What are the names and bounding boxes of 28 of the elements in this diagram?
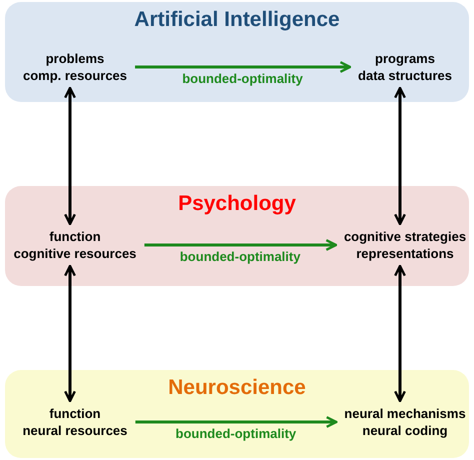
node-text: function: [49, 228, 101, 245]
arrow: [144, 239, 338, 251]
node-text: neural mechanisms: [344, 405, 466, 422]
arrow: [394, 86, 406, 226]
edge-label: bounded-optimality: [180, 248, 300, 265]
layer-band: [5, 2, 469, 102]
node-text: cognitive resources: [14, 245, 136, 262]
edge-label: bounded-optimality: [182, 70, 303, 87]
node-text: problems: [46, 50, 104, 67]
band-title: Psychology: [178, 191, 296, 217]
node-text: comp. resources: [22, 67, 128, 84]
band-title: Neuroscience: [168, 375, 306, 401]
node-text: programs: [375, 50, 435, 67]
arrow: [64, 264, 76, 402]
band-title: Artificial Intelligence: [134, 7, 340, 33]
arrow: [394, 264, 406, 402]
node-text: data structures: [358, 67, 452, 84]
arrow: [135, 61, 352, 73]
node-text: representations: [356, 245, 454, 262]
node-text: cognitive strategies: [344, 228, 466, 245]
node-text: function: [49, 405, 101, 422]
node-text: neural coding: [362, 422, 448, 439]
edge-label: bounded-optimality: [176, 425, 296, 442]
layer-band: [5, 186, 469, 286]
node-text: neural resources: [22, 422, 128, 439]
layer-band: [5, 370, 469, 458]
arrow: [64, 86, 76, 226]
arrow: [135, 416, 338, 428]
